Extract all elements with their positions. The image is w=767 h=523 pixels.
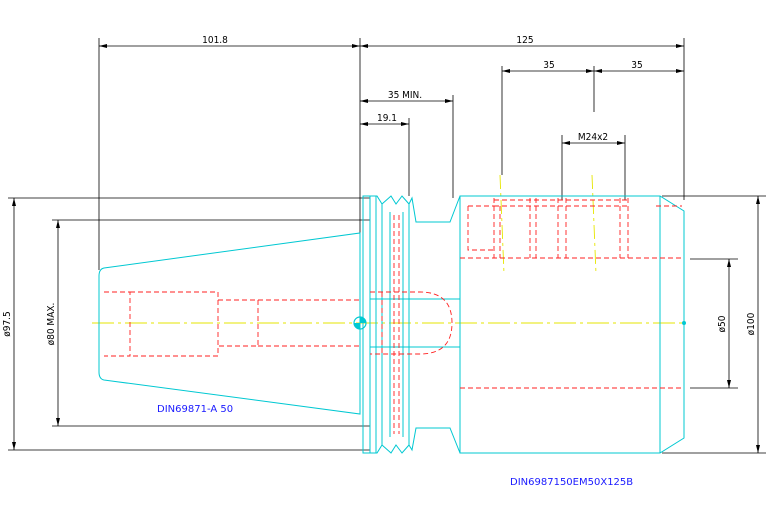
dim-phi-100: ø100 — [746, 312, 757, 335]
dim-phi-80-max: ø80 MAX. — [46, 303, 57, 346]
center-marker — [353, 316, 686, 330]
dim-m24x2: M24x2 — [578, 132, 608, 143]
hidden-lines — [104, 198, 684, 434]
dimension-arrows — [12, 44, 760, 453]
dim-125: 125 — [516, 35, 533, 46]
dim-35-right: 35 — [631, 60, 642, 71]
dim-35-left: 35 — [543, 60, 554, 71]
taper-standard-label: DIN69871-A 50 — [157, 404, 233, 415]
holder-outline — [98, 195, 685, 454]
dim-101-8: 101.8 — [202, 35, 228, 46]
dim-35-min: 35 MIN. — [388, 90, 422, 101]
dim-19-1: 19.1 — [377, 113, 397, 124]
dim-phi-97-5: ø97.5 — [2, 311, 13, 337]
dimension-lines — [8, 38, 766, 454]
part-number-label: DIN6987150EM50X125B — [510, 477, 633, 488]
dimension-texts: 101.8 125 35 35 35 MIN. 19.1 M24x2 ø97.5… — [2, 35, 757, 345]
centerlines — [92, 174, 686, 324]
dim-phi-50: ø50 — [717, 315, 728, 332]
part-labels: DIN69871-A 50 DIN6987150EM50X125B — [157, 404, 633, 488]
